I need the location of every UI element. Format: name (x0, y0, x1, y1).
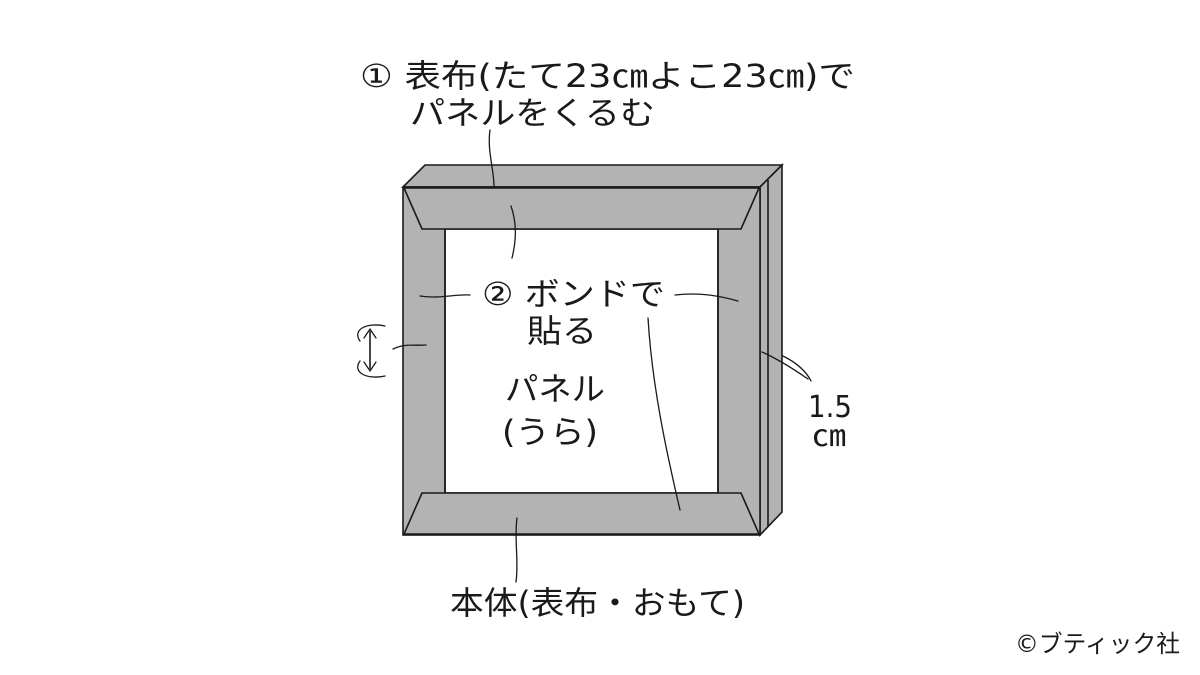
label-panel-line1: パネル (505, 370, 605, 408)
bottom-fold-strip (402, 492, 761, 535)
label-wrap-step-line1: ① 表布(たて23㎝よこ23㎝)で (360, 57, 855, 95)
panel-box (401, 163, 784, 537)
panel-right-face (759, 163, 783, 537)
label-bond-step-line1: ② ボンドで (482, 275, 665, 313)
leader-top-strip-to-bond (510, 205, 516, 259)
leader-right-face-inner (782, 355, 812, 382)
label-bond-step-line2: 貼る (527, 312, 597, 350)
leader-bond-to-right-band (674, 293, 739, 302)
top-fold-strip (402, 187, 761, 230)
leader-lines (392, 129, 812, 583)
copyright-text: ©ブティック社 (1015, 630, 1180, 658)
leader-arrow-to-left-band (392, 344, 427, 350)
label-dimension-unit: ㎝ (812, 419, 846, 454)
label-wrap-step-line2: パネルをくるむ (410, 94, 655, 132)
label-dimension-value: 1.5 (808, 390, 852, 425)
double-headed-vertical-arrow-icon (357, 324, 386, 378)
leader-bottom-strip-to-body (515, 517, 518, 583)
leader-right-face-outer (761, 351, 809, 380)
panel-top-face (401, 164, 784, 188)
leader-top-label (488, 129, 495, 187)
leader-bond-to-bottom-strip (647, 317, 681, 511)
label-panel-line2: (うら) (502, 413, 598, 451)
label-body: 本体(表布・おもて) (450, 584, 745, 622)
panel-back-opening (444, 228, 719, 494)
leader-left-band-to-bond (419, 294, 471, 298)
